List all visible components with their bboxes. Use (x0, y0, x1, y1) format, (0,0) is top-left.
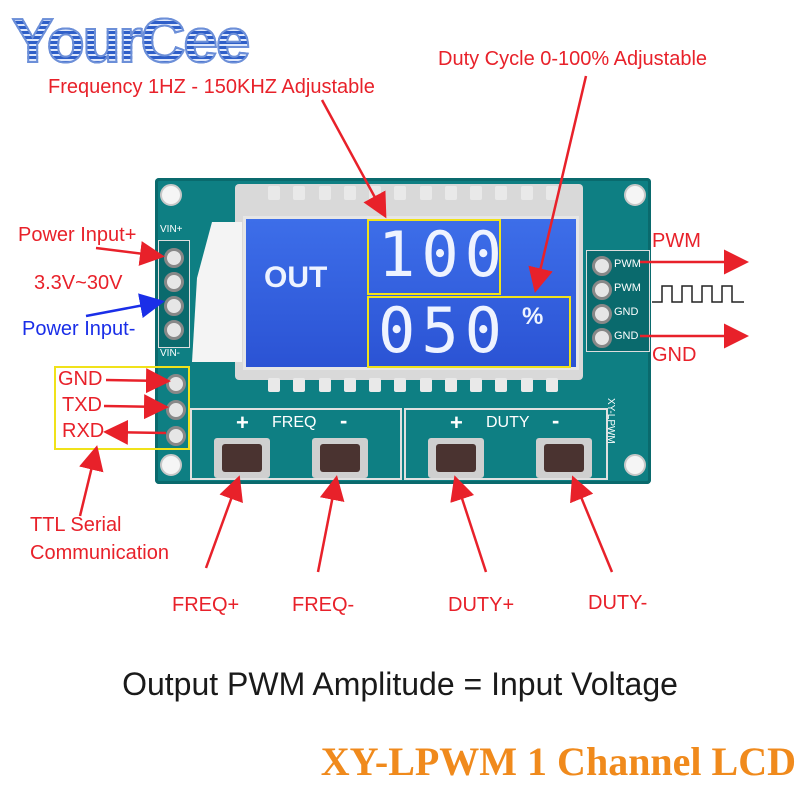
vin-minus-silk: VIN- (160, 348, 180, 359)
txd-arrow (103, 394, 169, 420)
lcd-pin (268, 378, 280, 392)
lcd-pin (318, 378, 331, 392)
out-pin-pwm1 (592, 256, 612, 276)
freq-plus-button[interactable] (214, 438, 270, 478)
lcd-pin (343, 186, 356, 200)
lcd-percent: % (522, 303, 544, 330)
lcd-out-label: OUT (264, 261, 328, 294)
freq-minus-arrow (316, 475, 345, 573)
power-input-minus-label: Power Input- (22, 318, 136, 340)
lcd-screen: OUT 100 050 % (243, 216, 579, 370)
lcd-duty-value: 050 (378, 294, 508, 367)
lcd-pin (394, 378, 407, 392)
pin-gnd1-silk: GND (614, 306, 639, 318)
vin-pin-2 (164, 272, 184, 292)
duty-plus-silk: + (450, 410, 463, 435)
voltage-range-label: 3.3V~30V (34, 272, 123, 294)
vin-pin-3 (164, 296, 184, 316)
freq-button-group (190, 408, 402, 480)
duty-plus-arrow (450, 475, 488, 573)
rxd-arrow (103, 419, 167, 445)
gnd-label: GND (58, 368, 103, 390)
lcd-pin (444, 378, 457, 392)
freq-plus-label: FREQ+ (172, 594, 240, 616)
duty-minus-arrow (570, 475, 614, 573)
lcd-pin (470, 186, 483, 200)
ttl-serial-label-2: Communication (30, 542, 169, 564)
out-pin-pwm2 (592, 280, 612, 300)
txd-label: TXD (62, 394, 102, 416)
mount-hole-tl (160, 184, 182, 206)
vin-pin-1 (164, 248, 184, 268)
ttl-serial-label-1: TTL Serial (30, 514, 122, 536)
duty-plus-button[interactable] (428, 438, 484, 478)
frequency-annotation: Frequency 1HZ - 150KHZ Adjustable (48, 76, 375, 98)
frequency-highlight-box (367, 219, 501, 295)
mount-hole-br (624, 454, 646, 476)
out-pin-gnd2 (592, 328, 612, 348)
lcd-pins-top (268, 186, 558, 202)
duty-button-group (404, 408, 608, 480)
ttl-highlight-box (54, 366, 190, 450)
pwm-waveform (652, 285, 744, 303)
product-title: XY-LPWM 1 Channel LCD (320, 739, 796, 784)
pin-gnd2-silk: GND (614, 330, 639, 342)
freq-minus-button[interactable] (312, 438, 368, 478)
duty-silk: DUTY (486, 414, 530, 431)
freq-minus-silk: - (340, 408, 348, 433)
power-minus-arrow (85, 293, 165, 318)
caption: Output PWM Amplitude = Input Voltage (122, 666, 678, 702)
duty-arrow (528, 75, 588, 293)
lcd-pins-bottom (268, 378, 558, 394)
lcd-pin (419, 186, 432, 200)
power-plus-arrow (95, 241, 165, 266)
lcd-pin (293, 378, 306, 392)
ttl-arrow (78, 445, 104, 517)
freq-plus-arrow (204, 475, 243, 569)
mount-hole-bl (160, 454, 182, 476)
gnd-arrow (105, 368, 171, 394)
pin-pwm2-silk: PWM (614, 282, 641, 294)
vin-plus-silk: VIN+ (160, 224, 183, 235)
lcd-pin (495, 186, 508, 200)
lcd-pin (545, 186, 558, 200)
lcd-pin (394, 186, 407, 200)
lcd-pin (268, 186, 280, 200)
lcd-pin (520, 186, 533, 200)
freq-plus-silk: + (236, 410, 249, 435)
duty-cycle-annotation: Duty Cycle 0-100% Adjustable (438, 48, 708, 70)
lcd-frequency-value: 100 (378, 218, 508, 291)
duty-highlight-box (367, 296, 571, 368)
rxd-label: RXD (62, 420, 105, 442)
brand-logo: YourCee (11, 6, 251, 77)
lcd-pin (495, 378, 508, 392)
lcd-pin (545, 378, 558, 392)
freq-minus-label: FREQ- (292, 594, 355, 616)
duty-plus-label: DUTY+ (448, 594, 515, 616)
pwm-out-label: PWM (652, 230, 701, 252)
gnd-out-label: GND (652, 344, 697, 366)
mount-hole-tr (624, 184, 646, 206)
vin-pin-4 (164, 320, 184, 340)
lcd-pin (419, 378, 432, 392)
lcd-pin (470, 378, 483, 392)
duty-minus-button[interactable] (536, 438, 592, 478)
out-pin-gnd1 (592, 304, 612, 324)
frequency-arrow (320, 99, 387, 219)
lcd-pin (318, 186, 331, 200)
freq-silk: FREQ (272, 414, 317, 431)
duty-minus-label: DUTY- (588, 592, 648, 614)
power-input-plus-label: Power Input+ (18, 224, 137, 246)
pin-pwm1-silk: PWM (614, 258, 641, 270)
lcd-pin (343, 378, 356, 392)
ttl-pin-rxd (166, 426, 186, 446)
duty-minus-silk: - (552, 408, 560, 433)
lcd-pin (369, 378, 382, 392)
lcd-pin (444, 186, 457, 200)
lcd-pin (520, 378, 533, 392)
lcd-pin (293, 186, 306, 200)
